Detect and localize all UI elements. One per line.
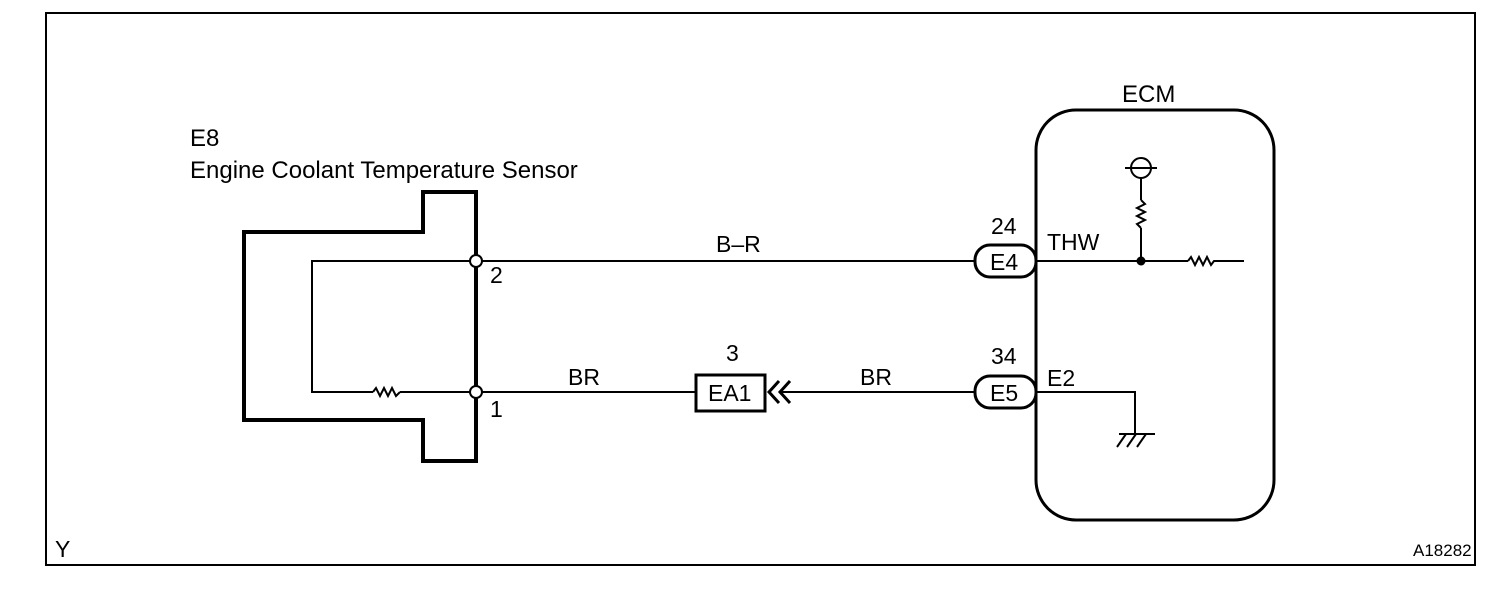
ecm-connector-e5-pin: 34 [991, 343, 1017, 369]
ecm-connector-e4-label: E4 [990, 249, 1018, 275]
sensor-pin-1-label: 1 [490, 396, 503, 422]
ecm-ground-wire [1036, 391, 1136, 434]
ecm-signal-e2: E2 [1047, 365, 1075, 391]
sensor-pin-2-label: 2 [490, 262, 503, 288]
junction-label: EA1 [708, 380, 751, 406]
ecm-connector-e4-pin: 24 [991, 213, 1017, 239]
wire-lower-left-color: BR [568, 364, 600, 390]
ecm-signal-thw: THW [1047, 229, 1100, 255]
sensor-thermistor-symbol [372, 385, 401, 399]
ecm-box [1034, 108, 1276, 522]
ecm-title: ECM [1122, 81, 1175, 108]
sensor-name: Engine Coolant Temperature Sensor [190, 157, 578, 184]
ecm-connector-e5-label: E5 [990, 380, 1018, 406]
figure-id: A18282 [1413, 541, 1472, 560]
ground-icon [1116, 433, 1147, 448]
wire-lower-right-color: BR [860, 364, 892, 390]
junction-pin: 3 [726, 340, 739, 366]
footer-left-mark: Y [55, 536, 70, 562]
sensor-body [242, 190, 478, 463]
junction-connector [694, 373, 767, 413]
wire-upper-color: B–R [716, 231, 761, 257]
sensor-terminal-1 [469, 385, 483, 399]
diagram-frame [45, 12, 1476, 566]
sensor-code: E8 [190, 125, 219, 152]
ecm-pullup-resistor [1134, 199, 1148, 229]
ecm-internal-resistor-horizontal [1187, 254, 1244, 268]
sensor-terminal-2 [469, 254, 483, 268]
sensor-internal-wire [311, 260, 476, 393]
